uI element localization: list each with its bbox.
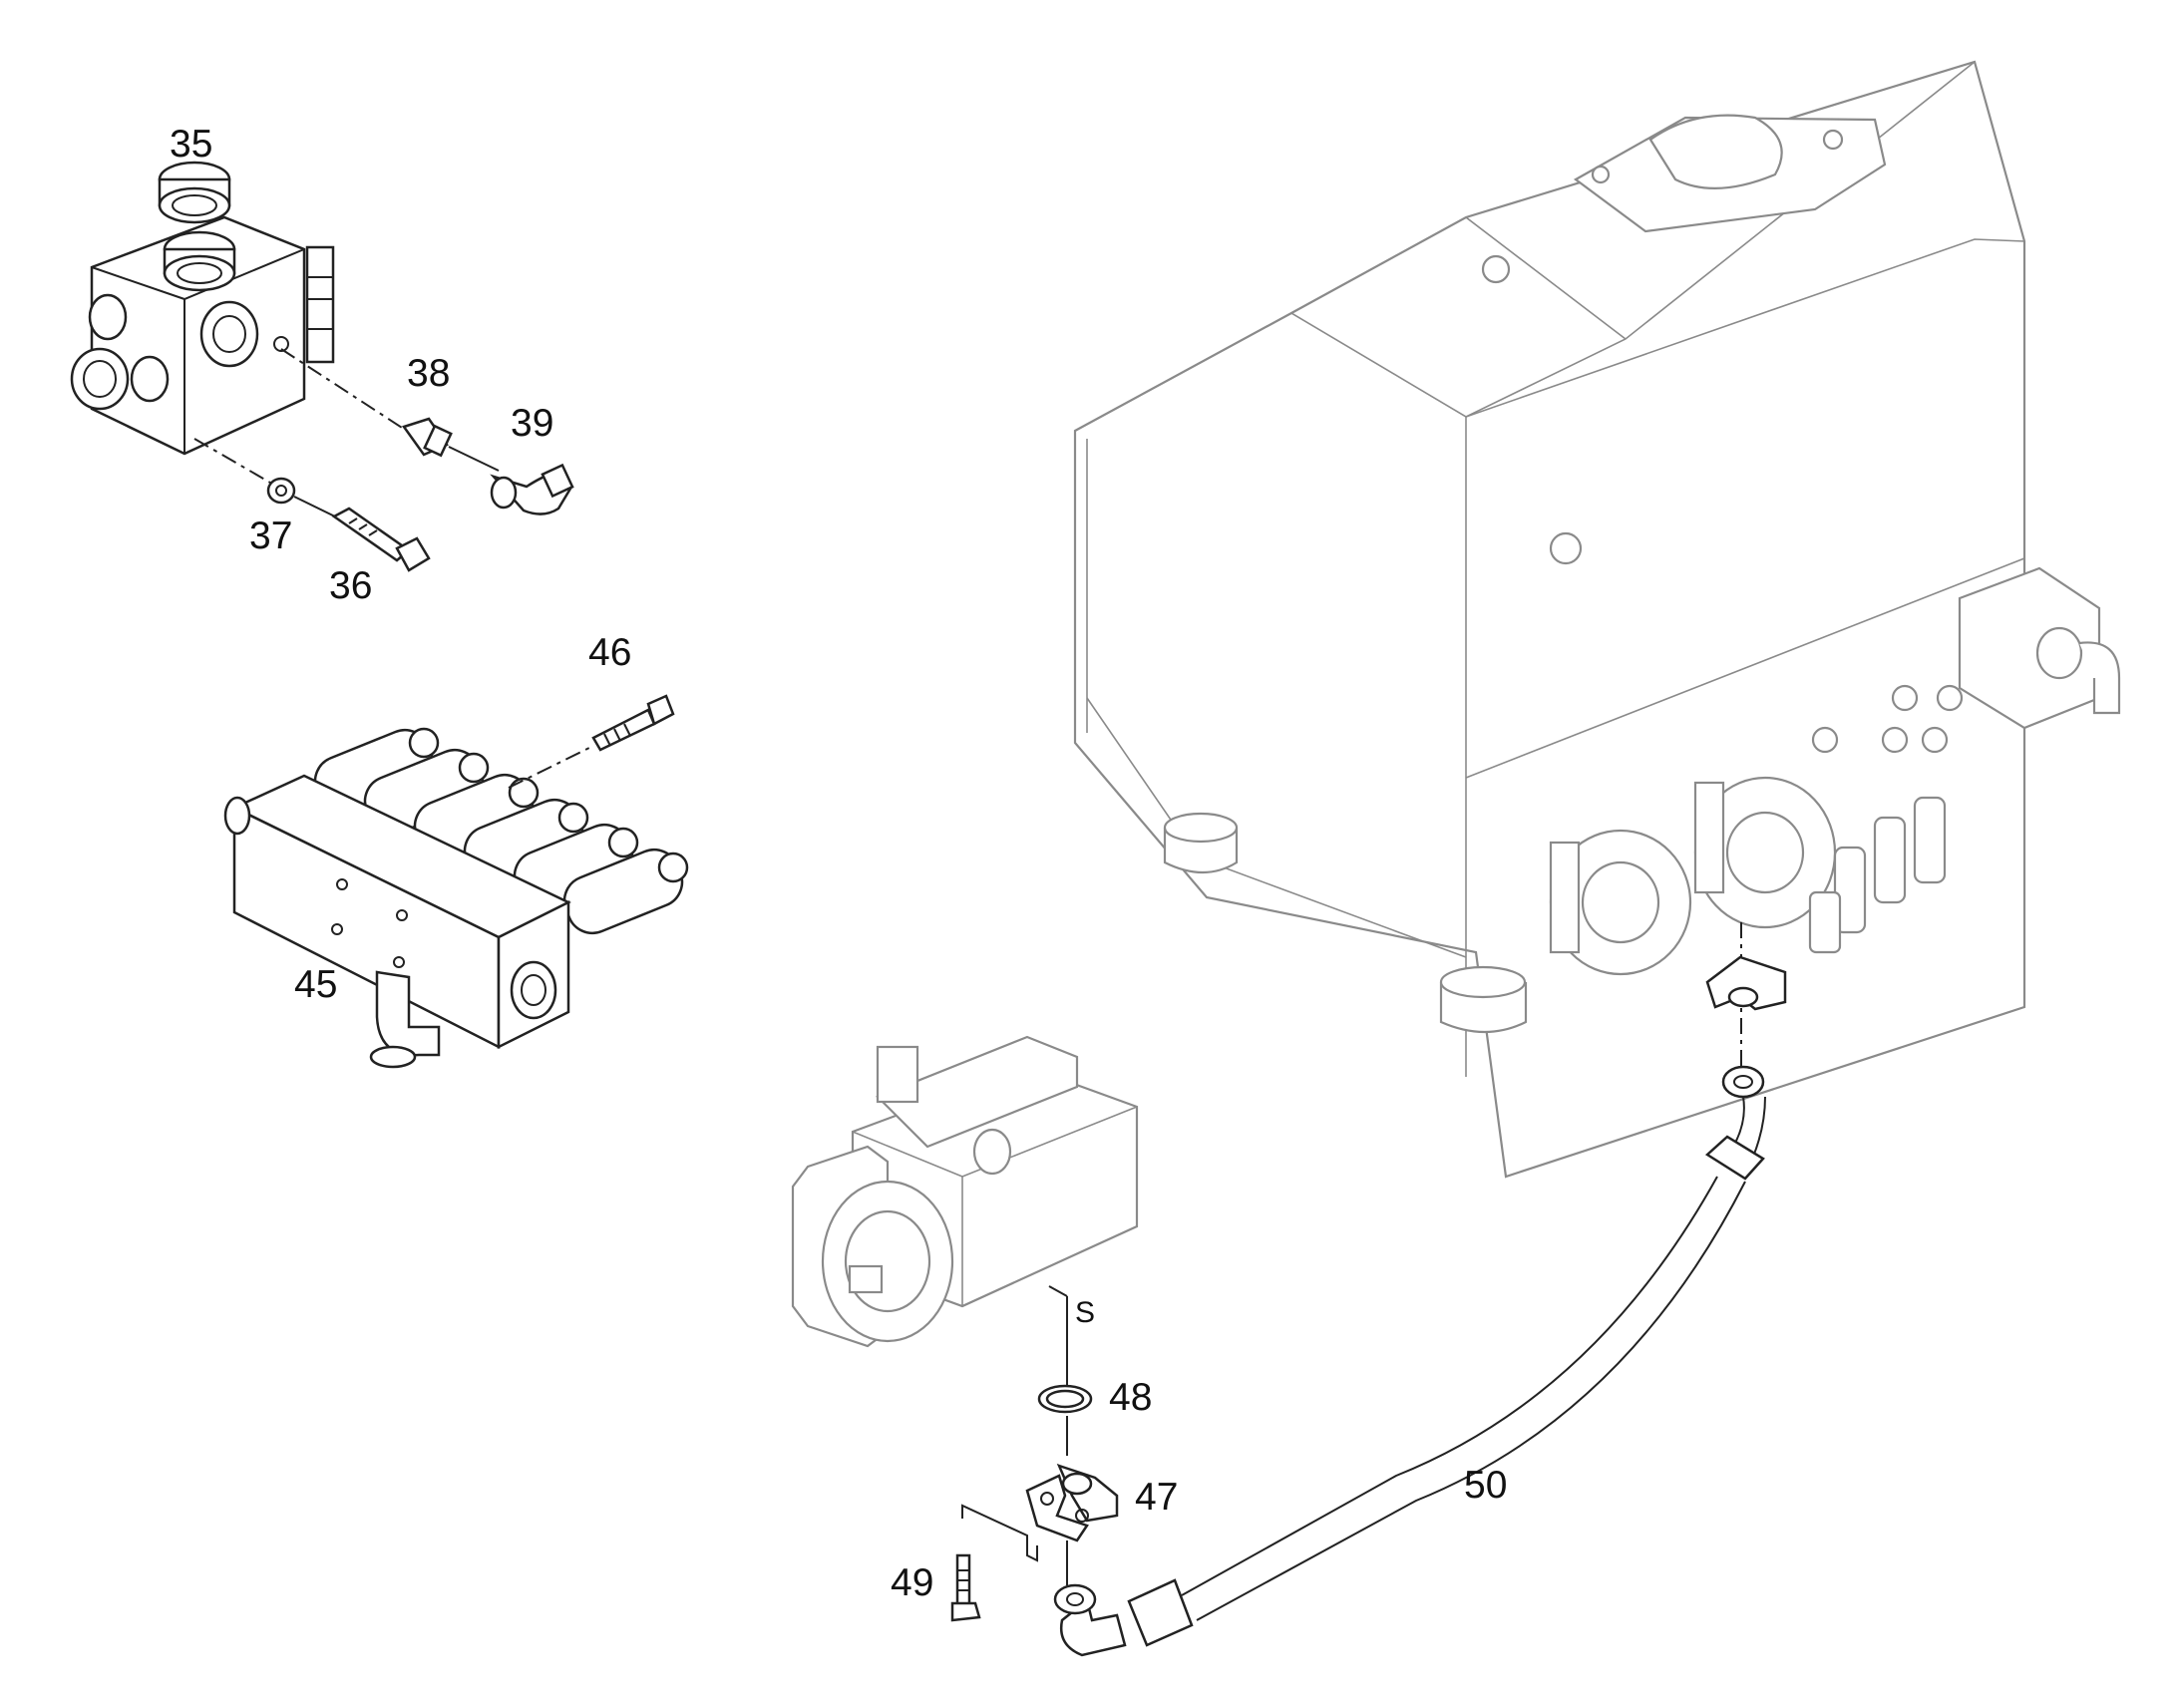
washer-37: [266, 477, 340, 519]
flange-clamp-47: [1025, 1463, 1119, 1542]
callout-45: 45: [294, 963, 338, 1006]
bolt-46: [591, 694, 675, 752]
flange-clamp-tank: [1705, 922, 1787, 1077]
callout-49: 49: [891, 1561, 934, 1604]
bolt-49: [950, 1504, 1038, 1622]
solenoid-manifold-45: [223, 727, 689, 1069]
callout-50: 50: [1464, 1464, 1508, 1507]
callout-35: 35: [170, 123, 213, 166]
callout-36: 36: [329, 564, 373, 607]
hydraulic-pump: [791, 1035, 1139, 1348]
elbow-fitting-39: [490, 463, 574, 515]
callout-37: 37: [249, 514, 293, 557]
callout-48: 48: [1109, 1376, 1153, 1419]
valve-block-35: [70, 161, 420, 495]
callout-38: 38: [407, 352, 451, 395]
callout-46: 46: [588, 631, 632, 674]
callout-39: 39: [511, 402, 554, 445]
callout-s: S: [1075, 1296, 1096, 1329]
hose-50: [1053, 1065, 1766, 1657]
suction-line-s: [1048, 1285, 1068, 1585]
o-ring-48: [1037, 1384, 1093, 1414]
bolt-36: [331, 507, 431, 572]
fitting-38: [401, 417, 500, 472]
callout-47: 47: [1135, 1476, 1179, 1519]
hydraulic-tank: [1073, 60, 2121, 1179]
